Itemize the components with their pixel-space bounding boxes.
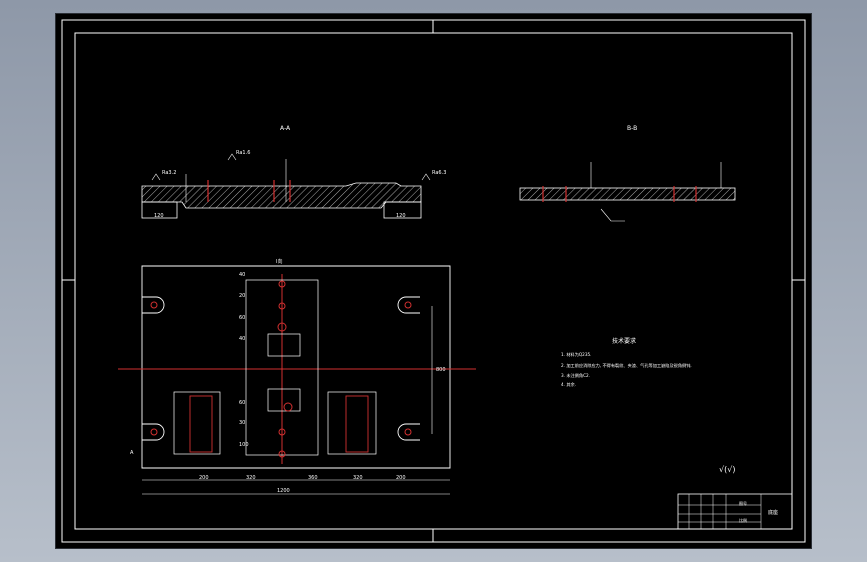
slot-hole-4 — [404, 428, 412, 436]
dim-row-5: 200 — [396, 475, 406, 481]
top-view-label: I向 — [276, 258, 282, 265]
left-pocket-outer — [173, 391, 221, 455]
section-b-callout — [600, 208, 625, 222]
part-name: 底座 — [768, 509, 778, 516]
title-block-frame — [677, 493, 793, 530]
dim-vert-1: 40 — [239, 272, 245, 278]
drawing-canvas[interactable]: A-A Ra3.2 Ra1.6 Ra6.3 120 120 B — [56, 14, 811, 548]
dim-right-120: 120 — [396, 213, 406, 219]
dim-row-3: 360 — [308, 475, 318, 481]
section-b-body — [519, 187, 736, 201]
slot-top-left — [142, 296, 165, 314]
section-a-right-foot — [383, 201, 422, 219]
roughness-symbol-3 — [421, 173, 431, 181]
roughness-text-3: Ra6.3 — [432, 170, 446, 176]
roughness-symbol — [151, 173, 161, 181]
left-pocket-inner — [189, 395, 213, 453]
top-view: I向 — [118, 258, 476, 495]
dim-row-1: 200 — [199, 475, 209, 481]
center-hole-6 — [278, 450, 286, 458]
drawing-sheet: A-A Ra3.2 Ra1.6 Ra6.3 120 120 B — [56, 14, 811, 548]
dim-vert-6: 30 — [239, 420, 245, 426]
tech-title: 技术要求 — [612, 337, 636, 345]
slot-top-right — [397, 296, 420, 314]
slot-hole-2 — [150, 428, 158, 436]
center-boss-bottom — [267, 388, 301, 412]
section-a-body — [141, 182, 422, 209]
section-cut-a: A — [130, 450, 134, 456]
right-pocket-outer — [327, 391, 377, 455]
tech-note-2: 2. 加工前应消除应力, 不得有裂纹、夹渣、气孔等加工缺陷及锐角倒钝. — [561, 362, 692, 369]
slot-bottom-right — [397, 423, 420, 441]
section-b-label: B-B — [627, 125, 637, 132]
slot-hole-3 — [404, 301, 412, 309]
title-cell-b: 比例 — [739, 517, 747, 523]
roughness-general-symbol: √(√) — [719, 465, 735, 474]
outer-frame — [61, 19, 806, 543]
roughness-symbol-2 — [227, 153, 237, 161]
dim-vert-7: 100 — [239, 442, 249, 448]
top-view-outline — [141, 265, 451, 469]
dim-row-2: 320 — [246, 475, 256, 481]
slot-bottom-left — [142, 423, 165, 441]
center-hole-4 — [283, 402, 293, 412]
dim-vert-5: 60 — [239, 400, 245, 406]
right-pocket-inner — [345, 395, 369, 453]
dim-vert-2: 20 — [239, 293, 245, 299]
title-block: 图号 比例 底座 — [677, 493, 793, 530]
tech-note-3: 3. 未注倒角C2. — [561, 372, 590, 379]
center-hole-1 — [278, 280, 286, 288]
dim-total: 1200 — [277, 488, 290, 494]
tech-note-4: 4. 其余. — [561, 381, 576, 388]
center-pocket — [245, 279, 319, 456]
center-boss-top — [267, 333, 301, 357]
center-hole-5 — [278, 428, 286, 436]
dim-vert-4: 40 — [239, 336, 245, 342]
roughness-text: Ra3.2 — [162, 170, 176, 176]
center-hole-2 — [278, 302, 286, 310]
dim-left-120: 120 — [154, 213, 164, 219]
section-b-b-view: B-B — [519, 125, 736, 222]
slot-hole-1 — [150, 301, 158, 309]
section-a-left-foot — [141, 201, 178, 219]
section-a-a-view: A-A Ra3.2 Ra1.6 Ra6.3 120 120 — [141, 125, 446, 219]
tech-note-1: 1. 材料为Q235. — [561, 351, 592, 358]
dim-vert-3: 60 — [239, 315, 245, 321]
section-a-label: A-A — [280, 125, 291, 132]
roughness-text-2: Ra1.6 — [236, 150, 250, 156]
title-cell-a: 图号 — [739, 500, 747, 506]
dim-right-height: 800 — [436, 367, 446, 373]
technical-requirements: 技术要求 1. 材料为Q235. 2. 加工前应消除应力, 不得有裂纹、夹渣、气… — [561, 337, 692, 388]
inner-frame — [74, 32, 793, 530]
dim-row-4: 320 — [353, 475, 363, 481]
center-hole-3 — [277, 322, 287, 332]
